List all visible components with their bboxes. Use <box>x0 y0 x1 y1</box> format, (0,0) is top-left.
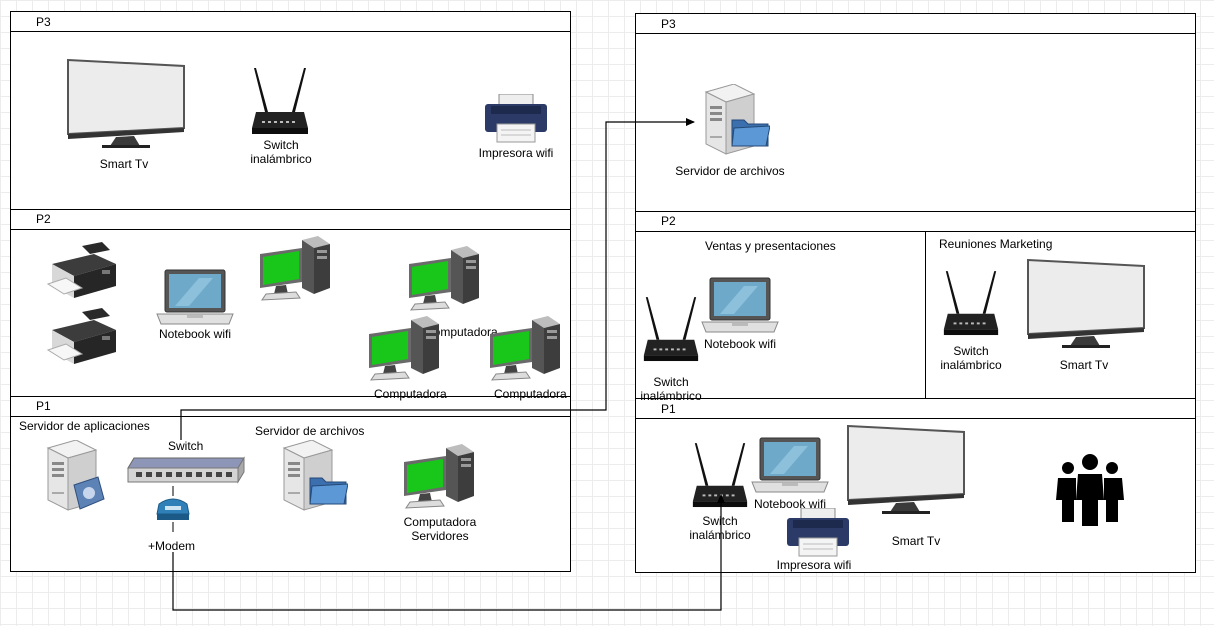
left-p2-header-line <box>10 229 571 230</box>
laptop-icon <box>155 268 235 328</box>
printer-icon <box>44 308 120 370</box>
desktop-computer-icon <box>365 316 445 386</box>
wireless-router-icon <box>640 296 702 366</box>
right-p2-room-divider <box>925 231 926 399</box>
right-p2-marketing-title: Reuniones Marketing <box>939 237 1053 251</box>
right-floor-label-p2: P2 <box>661 214 676 228</box>
desktop-computer-icon <box>486 316 566 386</box>
right-p1-smart-tv-label: Smart Tv <box>891 534 941 548</box>
left-p1-header-line <box>10 416 571 417</box>
left-floor-label-p2: P2 <box>36 212 51 226</box>
right-p2-divider <box>635 211 1196 212</box>
network-switch-icon <box>124 456 248 486</box>
left-p1-computer-servers-label: Computadora Servidores <box>403 515 477 543</box>
right-p2-notebook-label: Notebook wifi <box>703 337 777 351</box>
printer-icon <box>481 94 551 144</box>
right-p1-header-line <box>635 418 1196 419</box>
printer-icon <box>44 242 120 304</box>
desktop-computer-icon <box>256 236 336 306</box>
left-floor-label-p1: P1 <box>36 399 51 413</box>
people-group-icon <box>1054 454 1126 526</box>
right-p1-notebook-label: Notebook wifi <box>753 497 827 511</box>
right-floor-label-p3: P3 <box>661 17 676 31</box>
modem-icon <box>153 496 193 522</box>
left-p1-file-server-label: Servidor de archivos <box>255 424 365 438</box>
left-p2-divider <box>10 209 571 210</box>
right-p2-sales-title: Ventas y presentaciones <box>705 239 836 253</box>
right-p1-printer-label: Impresora wifi <box>776 558 852 572</box>
wireless-router-icon <box>940 270 1002 340</box>
desktop-computer-icon <box>405 246 485 316</box>
left-p2-computer-c-label: Computadora <box>494 387 567 401</box>
right-floor-label-p1: P1 <box>661 402 676 416</box>
left-p1-switch-label: Switch <box>168 439 204 453</box>
wireless-router-icon <box>248 68 312 138</box>
left-floor-label-p3: P3 <box>36 15 51 29</box>
left-p2-computer-b-label: Computadora <box>374 387 447 401</box>
printer-icon <box>783 508 853 558</box>
laptop-icon <box>700 276 780 336</box>
right-p3-file-server-label: Servidor de archivos <box>675 164 785 178</box>
smart-tv-icon <box>1026 258 1146 353</box>
smart-tv-icon <box>66 58 186 153</box>
right-p1-switch-label: Switch inalámbrico <box>689 514 751 542</box>
left-p1-modem-label: +Modem <box>148 539 196 553</box>
left-p3-switch-label: Switch inalámbrico <box>250 138 312 166</box>
folder-icon <box>730 114 770 148</box>
left-p2-notebook-label: Notebook wifi <box>158 327 232 341</box>
folder-icon <box>308 472 348 506</box>
left-p3-printer-label: Impresora wifi <box>478 146 554 160</box>
application-disk-icon <box>73 476 105 510</box>
right-p1-divider <box>635 398 1196 399</box>
right-p2-switch-marketing-label: Switch inalámbrico <box>940 344 1002 372</box>
smart-tv-icon <box>846 424 966 519</box>
left-p3-smart-tv-label: Smart Tv <box>99 157 149 171</box>
right-p3-header-line <box>635 33 1196 34</box>
desktop-computer-icon <box>400 444 480 514</box>
right-p2-switch-sales-label: Switch inalámbrico <box>640 375 702 403</box>
left-p3-header-line <box>10 31 571 32</box>
laptop-icon <box>750 436 830 496</box>
right-p2-smart-tv-label: Smart Tv <box>1059 358 1109 372</box>
left-p1-divider <box>10 396 571 397</box>
left-p1-app-server-label: Servidor de aplicaciones <box>19 419 150 433</box>
right-p2-header-line <box>635 231 1196 232</box>
